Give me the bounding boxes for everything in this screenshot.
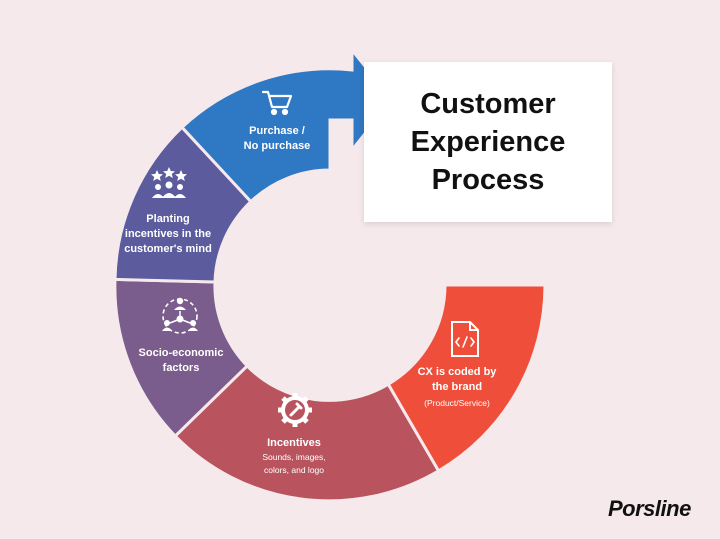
cx-title-line-1: CX is coded by <box>418 366 498 378</box>
planting-title-line-3: customer's mind <box>124 243 212 255</box>
purchase-title-line-1: Purchase / <box>249 125 305 137</box>
cx-sub-line-1: (Product/Service) <box>424 398 490 408</box>
cx-title-line-2: the brand <box>432 381 482 393</box>
segment-cx <box>386 283 547 473</box>
socio-title-line-2: factors <box>163 362 200 374</box>
gear-wrench-icon <box>278 393 312 427</box>
title-box: Customer Experience Process <box>364 62 612 222</box>
socio-title-line-1: Socio-economic <box>139 347 224 359</box>
shopping-cart-icon <box>261 90 293 116</box>
purchase-title-line-2: No purchase <box>244 140 311 152</box>
code-file-icon <box>451 321 479 357</box>
planting-title-line-2: incentives in the <box>125 228 211 240</box>
title-line-1: Customer <box>420 88 556 120</box>
porsline-logo: Porsline <box>608 496 691 521</box>
incentives-sub-line-2: colors, and logo <box>264 465 324 475</box>
incentives-title-line-1: Incentives <box>267 437 321 449</box>
title-line-2: Experience <box>410 126 566 158</box>
segment-purchase <box>179 45 394 204</box>
segment-incentives <box>173 363 441 503</box>
title-line-3: Process <box>431 164 545 196</box>
people-stars-icon <box>151 167 187 198</box>
people-network-icon <box>162 297 198 334</box>
incentives-sub-line-1: Sounds, images, <box>262 452 325 462</box>
planting-title-line-1: Planting <box>146 213 189 225</box>
